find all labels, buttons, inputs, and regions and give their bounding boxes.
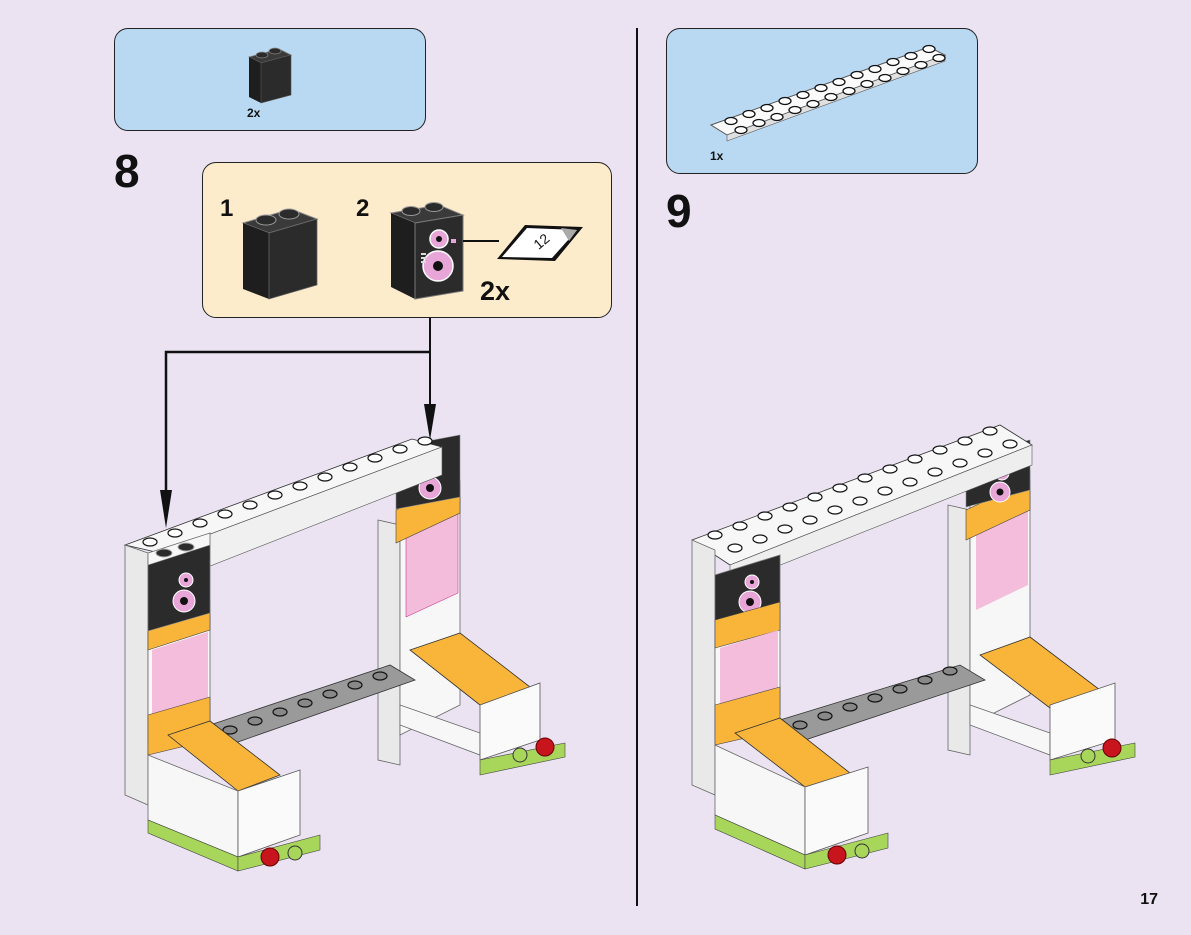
step-number: 9 [666, 185, 692, 237]
sticker-connector-line [463, 240, 499, 242]
step-number: 8 [114, 145, 140, 197]
sub-step-number: 2 [356, 195, 370, 222]
page-number: 17 [1140, 891, 1158, 908]
step8-parts-list: 2x [114, 28, 426, 131]
speaker-brick-icon [389, 202, 465, 300]
quantity-label: 1x [710, 149, 724, 163]
sub-assembly-callout: 1 2 12 2x [202, 162, 612, 318]
sub-step-number: 1 [220, 195, 234, 222]
white-plate-2x12-icon [709, 44, 947, 142]
placement-arrows [160, 318, 436, 528]
step-divider [636, 28, 638, 906]
arrow-down-icon [160, 490, 172, 528]
multiplier-label: 2x [480, 276, 511, 306]
step9-parts-list: 1x [666, 28, 978, 174]
black-brick-1x2x2-icon [241, 208, 319, 300]
step8-model-illustration [123, 434, 566, 872]
quantity-label: 2x [247, 106, 261, 120]
step9-model-illustration [691, 424, 1136, 870]
black-brick-1x2x2-icon [247, 47, 293, 104]
arrow-down-icon [424, 404, 436, 440]
sticker-icon: 12 [497, 225, 583, 261]
